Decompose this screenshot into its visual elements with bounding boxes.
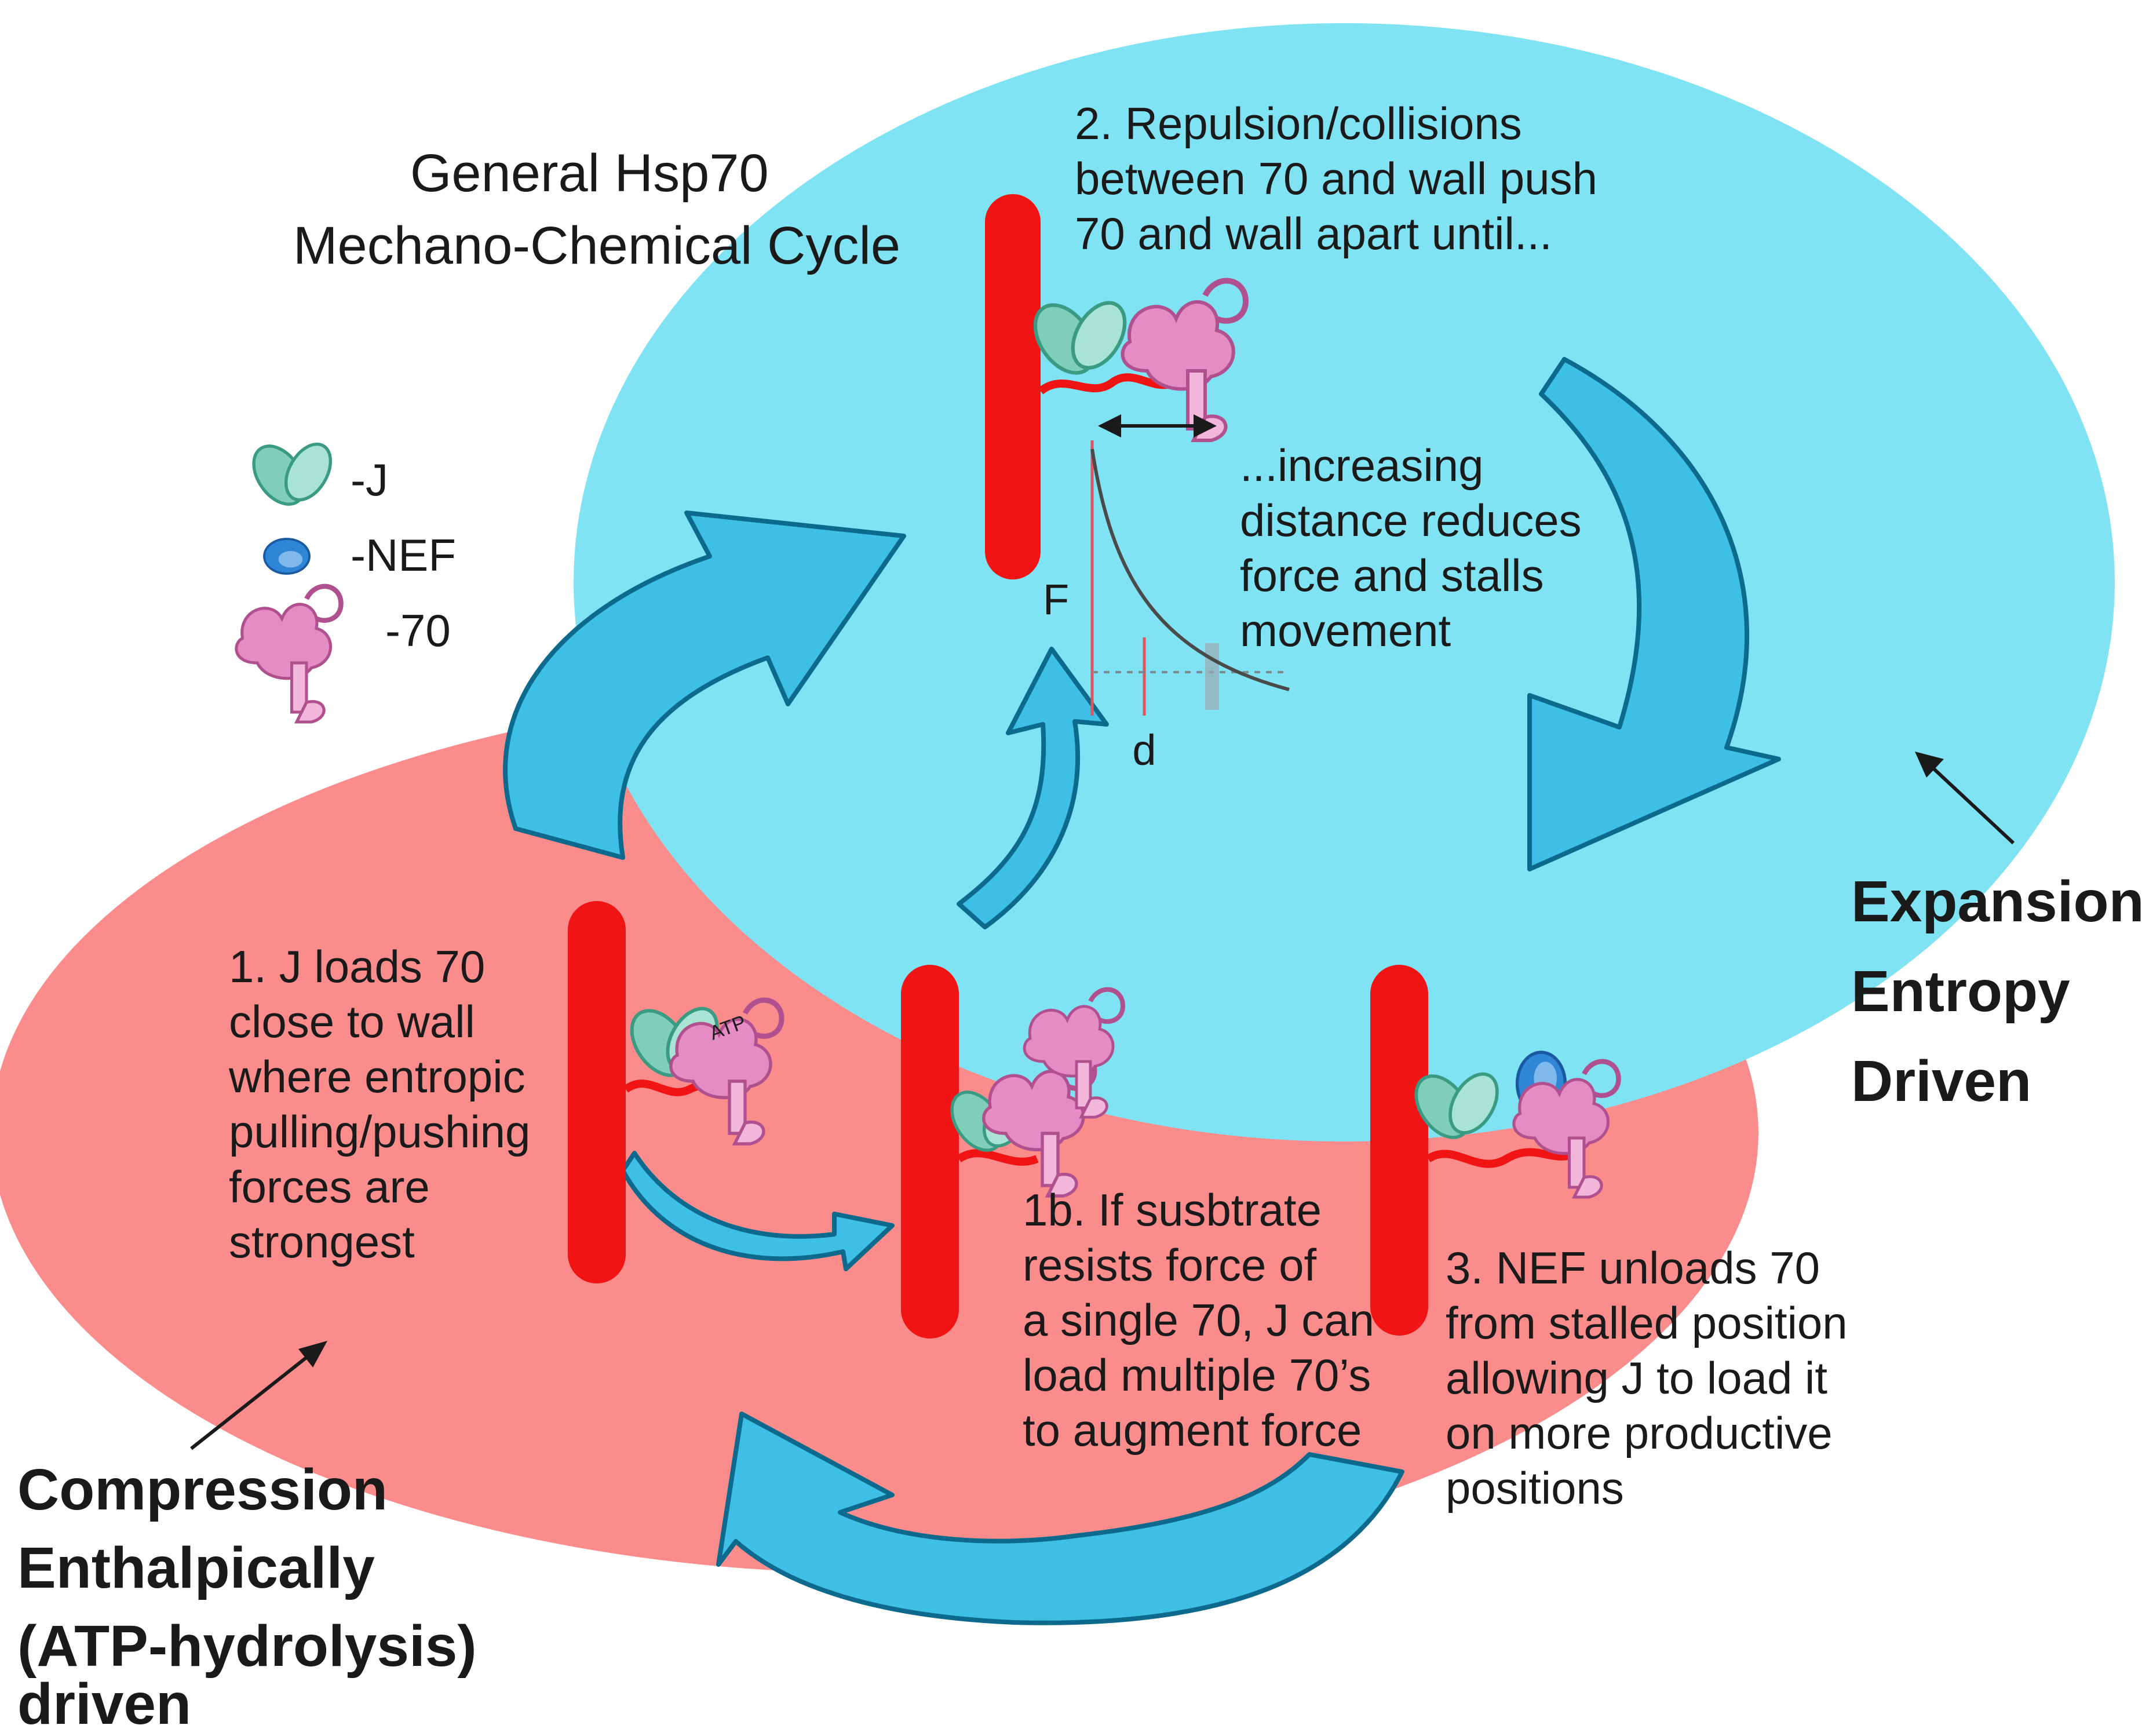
label-line: Enthalpically xyxy=(17,1536,375,1600)
wall-step-1b xyxy=(901,965,959,1339)
hsp70-protein-icon xyxy=(236,586,341,722)
step-1b-caption: 1b. If susbtrate resists force of a sing… xyxy=(1023,1184,1387,1456)
caption-line: close to wall xyxy=(229,996,475,1047)
caption-line: forces are xyxy=(229,1161,430,1212)
caption-line: ...increasing xyxy=(1240,440,1484,491)
caption-line: to augment force xyxy=(1023,1405,1362,1456)
caption-line: strongest xyxy=(229,1216,415,1267)
label-line: (ATP-hydrolysis) xyxy=(17,1614,477,1679)
cycle-arrow-inner xyxy=(957,647,1109,929)
compression-label: Compression Enthalpically (ATP-hydrolysi… xyxy=(17,1457,492,1736)
caption-line: where entropic xyxy=(228,1051,526,1102)
title-line: Mechano-Chemical Cycle xyxy=(293,216,900,275)
expansion-label: Expansion Entropy Driven xyxy=(1851,869,2142,1114)
compression-pointer xyxy=(190,1341,327,1450)
caption-line: 2. Repulsion/collisions xyxy=(1075,98,1522,149)
cycle-arrow-right xyxy=(1527,357,1781,871)
expansion-pointer xyxy=(1915,752,2015,845)
legend: -J -NEF -70 xyxy=(236,436,456,722)
distance-axis-label: d xyxy=(1132,726,1156,774)
force-decay-curve xyxy=(1090,448,1290,691)
caption-line: movement xyxy=(1240,605,1451,656)
caption-line: load multiple 70’s xyxy=(1023,1350,1371,1401)
step-2-caption: 2. Repulsion/collisions between 70 and w… xyxy=(1075,98,1610,259)
caption-line: between 70 and wall push xyxy=(1075,153,1597,204)
legend-label: -NEF xyxy=(351,530,456,581)
distance-arrow xyxy=(1098,414,1217,437)
force-axis-label: F xyxy=(1043,575,1069,623)
stall-zone xyxy=(1205,643,1219,710)
caption-line: 1b. If susbtrate xyxy=(1023,1184,1322,1235)
legend-label: -70 xyxy=(385,605,451,656)
diagram-title: General Hsp70 Mechano-Chemical Cycle xyxy=(293,144,900,275)
legend-label: -J xyxy=(351,454,388,505)
label-line: Expansion xyxy=(1851,869,2142,934)
cycle-arrow-bottom xyxy=(716,1412,1404,1625)
caption-line: force and stalls xyxy=(1240,550,1544,601)
caption-line: a single 70, J can xyxy=(1023,1294,1374,1345)
caption-line: resists force of xyxy=(1023,1239,1316,1290)
caption-line: pulling/pushing xyxy=(229,1106,530,1157)
caption-line: on more productive xyxy=(1446,1407,1833,1458)
wall-step-2 xyxy=(985,194,1041,579)
caption-line: from stalled position xyxy=(1446,1297,1848,1348)
nef-protein-icon xyxy=(263,538,311,575)
label-line: Compression xyxy=(17,1457,388,1522)
label-line: Driven xyxy=(1851,1049,2031,1114)
step-2b-caption: ...increasing distance reduces force and… xyxy=(1240,440,1594,656)
wall-step-3 xyxy=(1370,965,1428,1336)
j-protein-icon xyxy=(243,436,340,513)
label-line: Entropy xyxy=(1851,959,2070,1024)
substrate-chain-step-1b xyxy=(957,1149,1039,1166)
title-line: General Hsp70 xyxy=(410,144,769,203)
caption-line: distance reduces xyxy=(1240,495,1582,546)
caption-line: positions xyxy=(1446,1463,1624,1513)
wall-step-1 xyxy=(568,901,626,1283)
caption-line: 1. J loads 70 xyxy=(229,941,485,992)
caption-line: 70 and wall apart until... xyxy=(1075,208,1552,259)
cycle-arrow-left xyxy=(503,510,906,860)
step-1-caption: 1. J loads 70 close to wall where entrop… xyxy=(228,941,543,1267)
label-line: driven xyxy=(17,1672,191,1736)
cycle-arrow-1-to-1b xyxy=(621,1151,895,1271)
step-3-caption: 3. NEF unloads 70 from stalled position … xyxy=(1446,1242,1860,1513)
caption-line: allowing J to load it xyxy=(1446,1352,1827,1403)
substrate-chain-step-3 xyxy=(1426,1148,1578,1168)
force-distance-graph: F d xyxy=(1043,440,1290,774)
caption-line: 3. NEF unloads 70 xyxy=(1446,1242,1820,1293)
expansion-region xyxy=(574,23,2115,1141)
